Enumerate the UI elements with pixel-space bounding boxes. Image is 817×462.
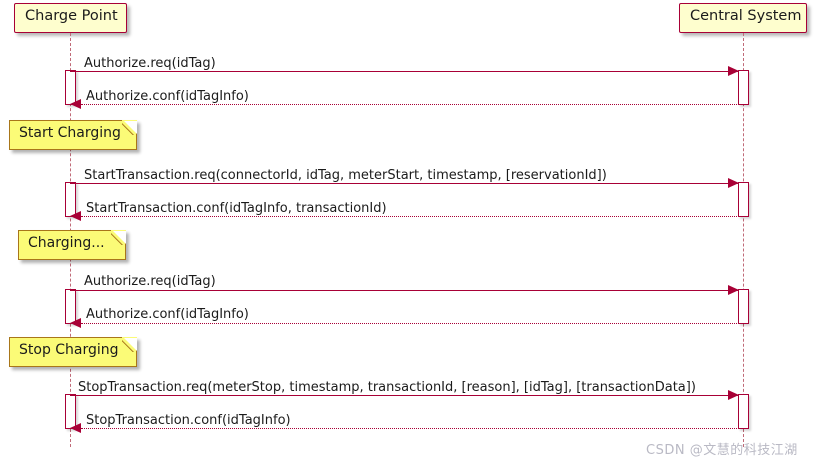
activation-central-system-3 bbox=[738, 289, 749, 324]
message-line-authorize-conf-1 bbox=[81, 104, 743, 105]
note-charging[interactable]: Charging... bbox=[18, 230, 126, 260]
participant-central-system[interactable]: Central System bbox=[679, 3, 807, 33]
message-label-authorize-req-1: Authorize.req(idTag) bbox=[84, 56, 216, 71]
activation-central-system-2 bbox=[738, 182, 749, 217]
note-stop-charging-text: Stop Charging bbox=[19, 342, 119, 358]
message-label-starttransaction-req: StartTransaction.req(connectorId, idTag,… bbox=[84, 168, 607, 183]
message-label-authorize-req-2: Authorize.req(idTag) bbox=[84, 274, 216, 289]
message-line-stoptransaction-conf bbox=[81, 428, 743, 429]
note-charging-text: Charging... bbox=[28, 235, 105, 251]
message-line-authorize-req-2 bbox=[70, 290, 738, 291]
message-line-authorize-conf-2 bbox=[81, 323, 743, 324]
message-arrowhead-authorize-req-2 bbox=[728, 285, 739, 295]
message-arrowhead-authorize-req-1 bbox=[728, 66, 739, 76]
message-arrowhead-starttransaction-req bbox=[728, 178, 739, 188]
message-line-authorize-req-1 bbox=[70, 71, 738, 72]
lifeline-central-system bbox=[743, 33, 744, 447]
participant-charge-point-label: Charge Point bbox=[25, 8, 118, 24]
message-arrowhead-authorize-conf-1 bbox=[70, 99, 81, 109]
note-fold-diagonal-edge bbox=[122, 337, 137, 352]
message-label-starttransaction-conf: StartTransaction.conf(idTagInfo, transac… bbox=[86, 201, 387, 216]
message-label-stoptransaction-req: StopTransaction.req(meterStop, timestamp… bbox=[78, 380, 696, 395]
message-arrowhead-stoptransaction-conf bbox=[70, 423, 81, 433]
message-line-starttransaction-req bbox=[70, 183, 738, 184]
watermark: CSDN @文慧的科技江湖 bbox=[646, 443, 798, 458]
message-arrowhead-stoptransaction-req bbox=[728, 390, 739, 400]
note-start-charging[interactable]: Start Charging bbox=[9, 120, 137, 150]
note-fold-diagonal-edge bbox=[122, 120, 137, 135]
message-line-stoptransaction-req bbox=[70, 395, 738, 396]
note-start-charging-text: Start Charging bbox=[19, 125, 121, 141]
activation-central-system-4 bbox=[738, 394, 749, 429]
message-line-starttransaction-conf bbox=[81, 216, 743, 217]
message-label-authorize-conf-1: Authorize.conf(idTagInfo) bbox=[86, 89, 249, 104]
message-arrowhead-authorize-conf-2 bbox=[70, 318, 81, 328]
participant-central-system-label: Central System bbox=[690, 8, 802, 24]
note-fold-diagonal-edge bbox=[111, 230, 126, 245]
activation-central-system-1 bbox=[738, 70, 749, 105]
message-label-authorize-conf-2: Authorize.conf(idTagInfo) bbox=[86, 307, 249, 322]
message-label-stoptransaction-conf: StopTransaction.conf(idTagInfo) bbox=[86, 413, 291, 428]
participant-charge-point[interactable]: Charge Point bbox=[14, 3, 127, 33]
message-arrowhead-starttransaction-conf bbox=[70, 211, 81, 221]
note-stop-charging[interactable]: Stop Charging bbox=[9, 337, 137, 367]
